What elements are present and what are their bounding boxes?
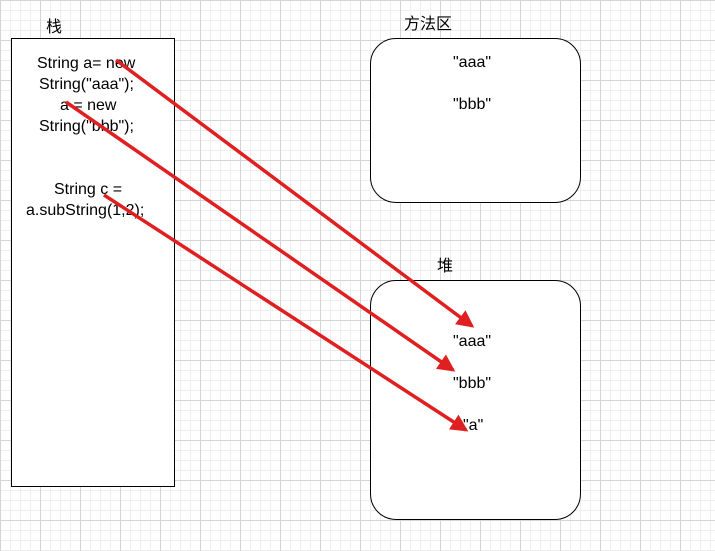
method-area-value-bbb: "bbb"	[453, 96, 492, 113]
code-line-6: a.subString(1,2);	[26, 202, 145, 219]
code-line-4: String("bbb");	[39, 118, 134, 135]
code-line-3: a = new	[60, 97, 117, 114]
heap-value-aaa: "aaa"	[453, 333, 492, 350]
heap-value-bbb: "bbb"	[453, 375, 492, 392]
stack-label: 栈	[46, 17, 63, 36]
code-line-2: String("aaa");	[39, 76, 134, 93]
heap-box	[370, 280, 581, 520]
code-line-5: String c =	[54, 181, 123, 198]
method-area-value-aaa: "aaa"	[453, 54, 492, 71]
method-area-label: 方法区	[404, 14, 453, 33]
heap-label: 堆	[437, 256, 454, 275]
code-line-1: String a= new	[37, 55, 136, 72]
heap-value-a: "a"	[463, 417, 484, 434]
